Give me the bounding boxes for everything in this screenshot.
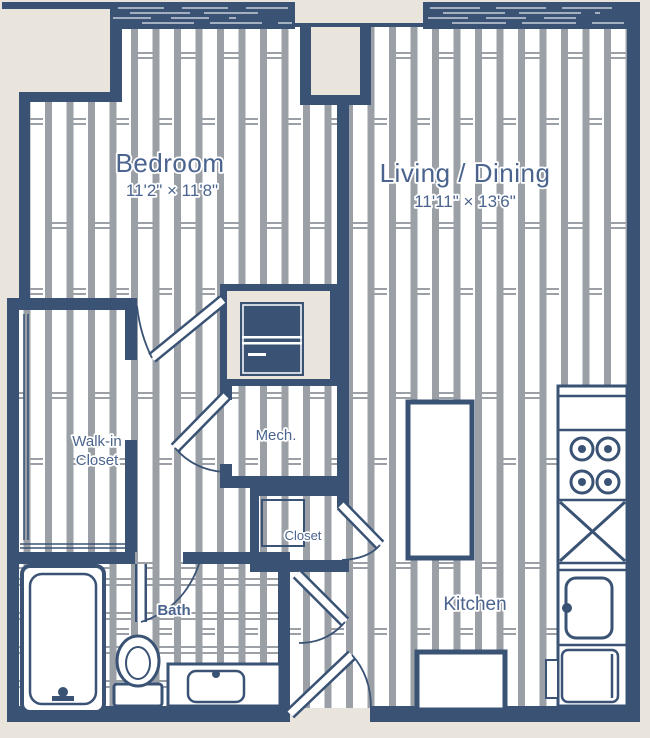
washer-dryer-unit (240, 302, 304, 376)
toilet (112, 634, 164, 708)
wall-segment (19, 92, 122, 102)
kitchen-sink (562, 576, 614, 640)
bathtub (20, 564, 106, 714)
wall-segment (125, 298, 137, 360)
bedroom-door (136, 295, 227, 363)
wall-segment (220, 476, 349, 488)
bath-door (135, 563, 200, 623)
building-notch-top-center (295, 2, 423, 26)
living-dining-label: Living / Dining (380, 158, 551, 188)
wall-segment (19, 92, 30, 308)
kitchen-island (405, 399, 475, 561)
window-band-left (110, 2, 295, 29)
wall-segment (183, 552, 290, 564)
wall-segment (300, 95, 371, 105)
closet-door (336, 500, 385, 561)
wall-segment (7, 298, 19, 722)
wall-segment (2, 2, 117, 9)
mech-door (170, 391, 231, 473)
room-labels: Bedroom 11'2" × 11'8" Living / Dining 11… (71, 146, 552, 621)
bedroom-label: Bedroom (116, 148, 225, 178)
counter-bracket (545, 659, 559, 699)
wall-segment (250, 487, 349, 496)
kitchen-label: Kitchen (443, 594, 506, 615)
wall-segment (7, 298, 137, 310)
cooktop-burners (569, 436, 621, 495)
wall-segment (295, 23, 423, 27)
living-dining-dims: 11'11" × 13'6" (414, 192, 516, 211)
vanity-sink (166, 662, 282, 708)
hall-door (292, 569, 350, 644)
washer-dryer-closet (220, 284, 337, 386)
closet-shelf-rod (20, 314, 125, 549)
bath-label: Bath (157, 602, 190, 619)
dishwasher-x-mark (558, 500, 627, 563)
closet-label: Closet (285, 528, 322, 543)
wall-segment (300, 24, 311, 105)
refrigerator (560, 648, 620, 704)
wall-segment (7, 552, 135, 564)
closet-shelf (261, 499, 305, 547)
doors (135, 295, 385, 719)
building-notch-top-left (0, 2, 110, 93)
wall-segment (125, 440, 137, 552)
wall-divider (337, 100, 349, 508)
mech-label: Mech. (256, 427, 297, 444)
kitchen-appliance (414, 649, 508, 713)
kitchen-counter (556, 384, 629, 708)
bedroom-dims: 11'2" × 11'8" (126, 181, 218, 200)
walk-in-closet-label-line2: Closet (76, 452, 119, 469)
wall-segment (250, 487, 259, 572)
wall-segment-right (627, 2, 640, 722)
entry-door (285, 650, 372, 719)
walk-in-closet-label-line1: Walk-in (72, 433, 121, 450)
walls (2, 2, 640, 722)
building-notch-stem (311, 24, 360, 97)
wall-segment (360, 24, 371, 105)
window-band-right (423, 2, 628, 29)
